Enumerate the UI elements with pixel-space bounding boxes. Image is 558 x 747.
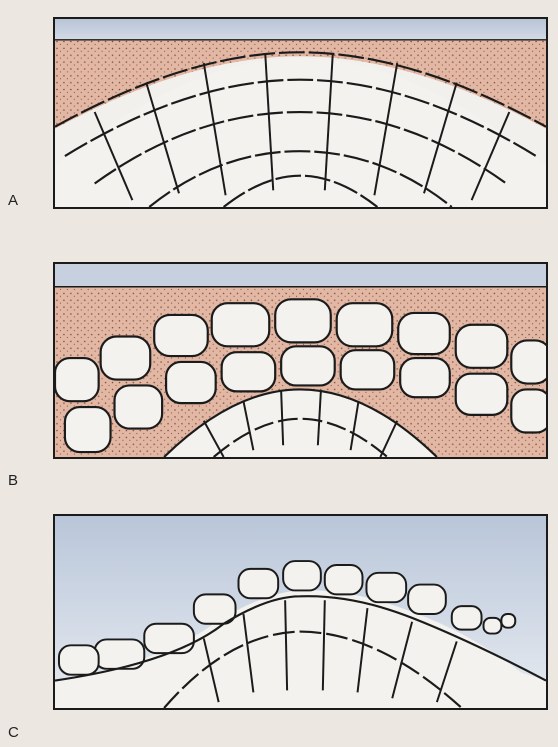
sky-band bbox=[55, 19, 546, 41]
panel-b bbox=[53, 262, 548, 459]
panel-a bbox=[53, 17, 548, 209]
panel-c bbox=[53, 514, 548, 710]
arch-block-illustration-b bbox=[55, 264, 546, 457]
arch-block-illustration-c bbox=[55, 516, 546, 708]
panel-label: B bbox=[8, 472, 18, 489]
arch-block-illustration-a bbox=[55, 19, 546, 207]
sky-band bbox=[55, 264, 546, 288]
panel-label: C bbox=[8, 724, 19, 741]
panel-label: A bbox=[8, 192, 18, 209]
